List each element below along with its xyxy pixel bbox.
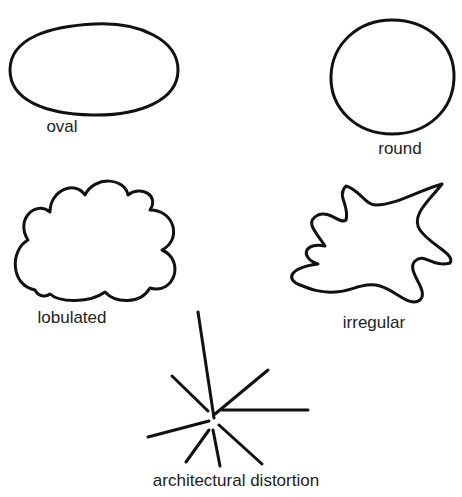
shape-label: oval: [46, 118, 77, 137]
oval-shape: [10, 24, 178, 115]
architectural-distortion-lines: [148, 312, 308, 466]
shape-label: architectural distortion: [153, 472, 319, 491]
shape-label: lobulated: [37, 309, 106, 328]
shape-label: irregular: [343, 314, 405, 333]
round-shape: [331, 20, 454, 134]
irregular-shape: [292, 184, 451, 302]
lobulated-shape: [15, 181, 175, 300]
shape-label: round: [378, 140, 421, 159]
